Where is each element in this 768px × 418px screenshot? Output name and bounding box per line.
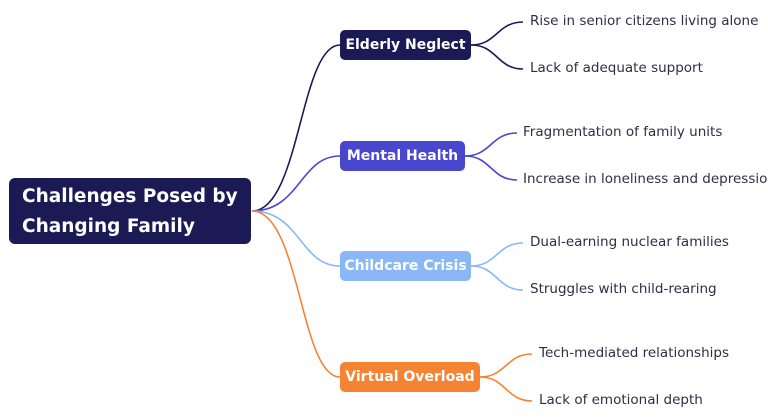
link-childcare-leaf-2 bbox=[470, 265, 524, 291]
root-title-line-1: Challenges Posed by bbox=[22, 186, 238, 207]
leaf-increase-in-loneliness: Increase in loneliness and depression bbox=[523, 171, 768, 187]
branch-label: Virtual Overload bbox=[345, 369, 475, 385]
link-mental-leaf-2 bbox=[464, 155, 518, 181]
branch-label: Elderly Neglect bbox=[345, 37, 466, 53]
leaf-rise-in-senior-citizens: Rise in senior citizens living alone bbox=[530, 13, 759, 29]
root-title-line-2: Changing Family Forms bbox=[22, 216, 195, 267]
link-virtual-leaf-2 bbox=[479, 376, 533, 402]
link-root-mental-health bbox=[251, 155, 341, 212]
leaf-struggles-with-child-rearing: Struggles with child-rearing bbox=[530, 281, 717, 297]
leaf-tech-mediated-relationships: Tech-mediated relationships bbox=[539, 345, 730, 361]
branch-elderly-neglect[interactable]: Elderly Neglect bbox=[340, 30, 471, 60]
branch-virtual-overload[interactable]: Virtual Overload bbox=[340, 362, 480, 392]
link-root-elderly-neglect bbox=[251, 44, 341, 212]
link-root-childcare-crisis bbox=[251, 210, 341, 267]
link-elderly-leaf-1 bbox=[470, 21, 524, 46]
leaf-fragmentation-of-family-units: Fragmentation of family units bbox=[523, 124, 723, 140]
branch-label: Childcare Crisis bbox=[344, 258, 467, 274]
link-root-virtual-overload bbox=[251, 210, 341, 378]
branch-label: Mental Health bbox=[346, 148, 459, 164]
link-elderly-leaf-2 bbox=[470, 44, 524, 70]
branch-mental-health[interactable]: Mental Health bbox=[340, 141, 465, 171]
branch-childcare-crisis[interactable]: Childcare Crisis bbox=[340, 251, 471, 281]
root-node[interactable]: Challenges Posed by Changing Family Form… bbox=[9, 178, 251, 267]
link-childcare-leaf-1 bbox=[470, 242, 524, 267]
leaf-dual-earning-nuclear-families: Dual-earning nuclear families bbox=[530, 234, 729, 250]
link-virtual-leaf-1 bbox=[479, 353, 533, 378]
leaf-lack-of-adequate-support: Lack of adequate support bbox=[530, 60, 703, 76]
leaf-lack-of-emotional-depth: Lack of emotional depth bbox=[539, 392, 703, 408]
link-mental-leaf-1 bbox=[464, 132, 518, 157]
